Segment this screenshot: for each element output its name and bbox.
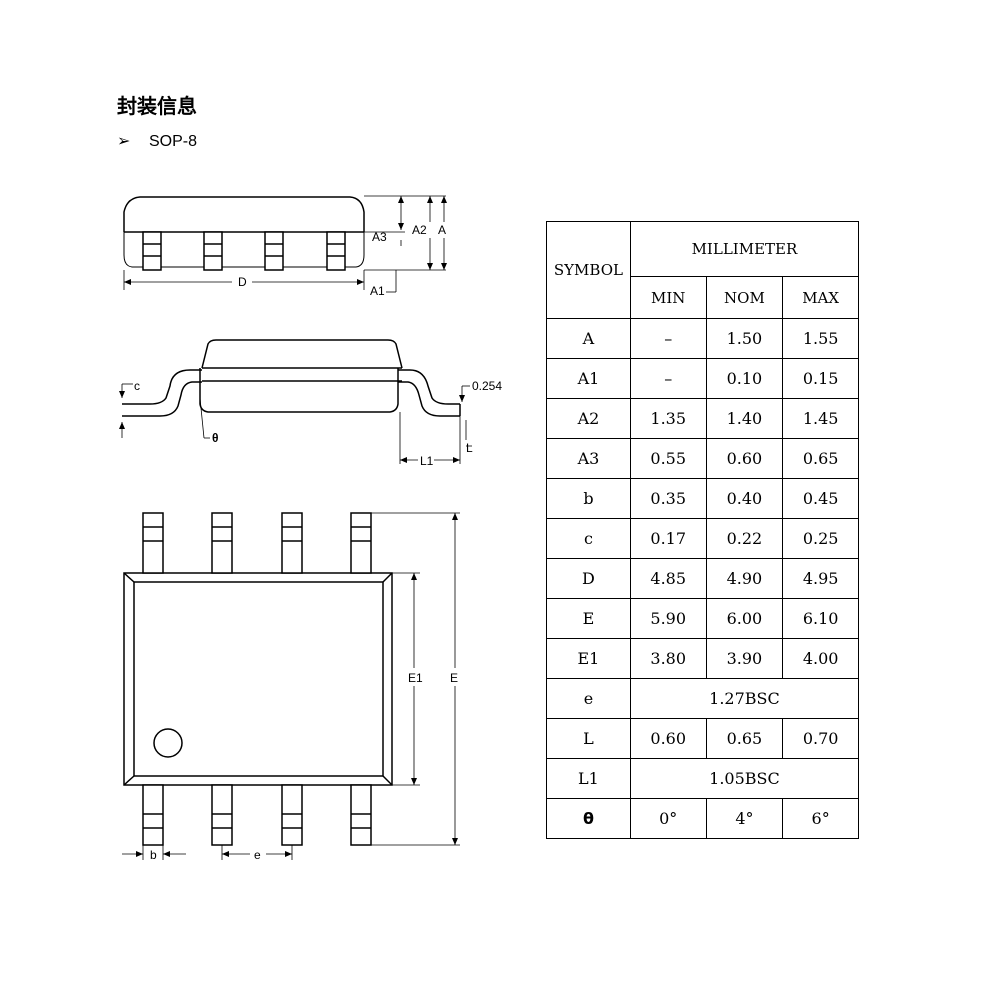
min-cell: 4.85: [629, 558, 707, 599]
symbol-cell: L1: [546, 758, 631, 799]
table-row: e 1.27BSC: [546, 678, 860, 719]
dim-label-a: A: [438, 223, 446, 237]
dim-label-e-width: E: [450, 671, 458, 685]
package-name: SOP-8: [149, 133, 198, 150]
symbol-cell: E1: [546, 638, 631, 679]
span-cell: 1.05BSC: [629, 758, 860, 799]
lead-profile-drawing: [119, 339, 472, 464]
table-row: E1 3.80 3.90 4.00: [546, 638, 859, 679]
symbol-cell: E: [546, 598, 631, 639]
table-row: c 0.17 0.22 0.25: [546, 518, 859, 559]
dim-label-a1: A1: [370, 284, 385, 298]
table-row: θ 0° 4° 6°: [546, 798, 859, 839]
max-cell: 6°: [782, 798, 859, 839]
package-bullet: ➢ SOP-8: [117, 131, 197, 151]
column-header-nom: NOM: [705, 276, 784, 319]
max-cell: 6.10: [782, 598, 859, 639]
symbol-cell: A3: [546, 438, 631, 479]
max-cell: 4.95: [782, 558, 859, 599]
symbol-cell: D: [546, 558, 631, 599]
nom-cell: 1.40: [705, 398, 784, 439]
table-row: A – 1.50 1.55: [546, 318, 859, 359]
dim-label-a2: A2: [412, 223, 427, 237]
nom-cell: 0.10: [705, 358, 784, 399]
dim-label-l: L: [466, 441, 473, 455]
nom-cell: 1.50: [705, 318, 784, 359]
dim-label-e1: E1: [408, 671, 423, 685]
symbol-cell: L: [546, 718, 631, 759]
page-heading: 封装信息: [117, 94, 197, 118]
nom-cell: 4.90: [705, 558, 784, 599]
table-row: L 0.60 0.65 0.70: [546, 718, 859, 759]
symbol-cell: θ: [546, 798, 631, 839]
max-cell: 0.15: [782, 358, 859, 399]
column-header-min: MIN: [629, 276, 707, 319]
symbol-cell: e: [546, 678, 631, 719]
min-cell: 0.60: [629, 718, 707, 759]
min-cell: 3.80: [629, 638, 707, 679]
nom-cell: 6.00: [705, 598, 784, 639]
min-cell: 0°: [629, 798, 707, 839]
dim-label-a3: A3: [372, 230, 387, 244]
nom-cell: 0.40: [705, 478, 784, 519]
min-cell: –: [629, 318, 707, 359]
pin1-marker-icon: [153, 728, 183, 758]
symbol-cell: A2: [546, 398, 631, 439]
unit-header: MILLIMETER: [629, 221, 860, 277]
table-row: A2 1.35 1.40 1.45: [546, 398, 859, 439]
table-row: b 0.35 0.40 0.45: [546, 478, 859, 519]
max-cell: 1.55: [782, 318, 859, 359]
arrow-bullet-icon: ➢: [117, 133, 131, 150]
dim-label-e-pitch: e: [254, 848, 261, 862]
dim-label-b: b: [150, 848, 157, 862]
table-row: A3 0.55 0.60 0.65: [546, 438, 859, 479]
min-cell: 5.90: [629, 598, 707, 639]
nom-cell: 0.22: [705, 518, 784, 559]
symbol-cell: A1: [546, 358, 631, 399]
table-row: D 4.85 4.90 4.95: [546, 558, 859, 599]
min-cell: 0.35: [629, 478, 707, 519]
symbol-cell: c: [546, 518, 631, 559]
max-cell: 0.70: [782, 718, 859, 759]
package-drawings: A3 A2 A D A1 c θ 0.2: [119, 195, 502, 862]
symbol-cell: A: [546, 318, 631, 359]
symbol-cell: b: [546, 478, 631, 519]
max-cell: 0.45: [782, 478, 859, 519]
max-cell: 1.45: [782, 398, 859, 439]
top-view-drawing: [122, 512, 460, 860]
max-cell: 0.25: [782, 518, 859, 559]
symbol-header: SYMBOL: [546, 221, 631, 319]
dim-label-d: D: [238, 275, 247, 289]
min-cell: 0.17: [629, 518, 707, 559]
column-header-max: MAX: [782, 276, 859, 319]
side-view-drawing: [123, 195, 447, 293]
dim-label-theta: θ: [212, 431, 219, 445]
nom-cell: 0.65: [705, 718, 784, 759]
max-cell: 4.00: [782, 638, 859, 679]
nom-cell: 4°: [705, 798, 784, 839]
table-row: L1 1.05BSC: [546, 758, 860, 799]
min-cell: –: [629, 358, 707, 399]
nom-cell: 3.90: [705, 638, 784, 679]
dim-label-0254: 0.254: [472, 379, 502, 393]
min-cell: 1.35: [629, 398, 707, 439]
nom-cell: 0.60: [705, 438, 784, 479]
min-cell: 0.55: [629, 438, 707, 479]
table-row: E 5.90 6.00 6.10: [546, 598, 859, 639]
table-row: A1 – 0.10 0.15: [546, 358, 859, 399]
dim-label-c: c: [134, 379, 140, 393]
span-cell: 1.27BSC: [629, 678, 860, 719]
dimension-table: SYMBOL MILLIMETER MIN NOM MAX A – 1.50 1…: [546, 221, 860, 839]
max-cell: 0.65: [782, 438, 859, 479]
dim-label-l1: L1: [420, 454, 434, 468]
